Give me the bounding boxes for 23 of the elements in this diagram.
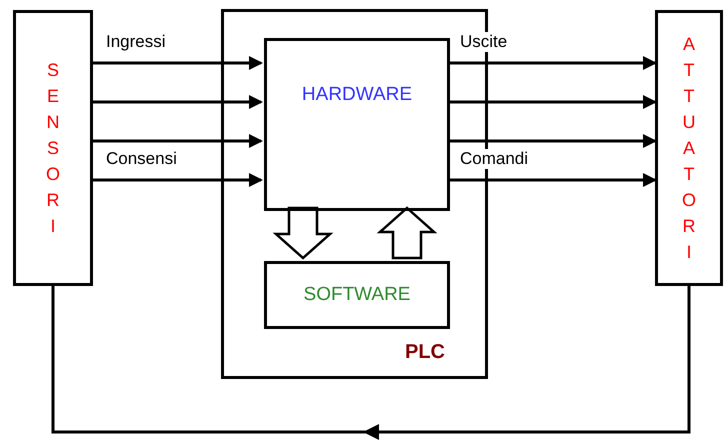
block-arrow — [272, 206, 334, 260]
side-box — [13, 10, 93, 286]
arrow — [447, 173, 657, 187]
arrow — [93, 56, 263, 70]
process-box — [264, 38, 450, 211]
arrow — [93, 134, 263, 148]
arrow — [447, 95, 657, 109]
vertical-label: SENSORI — [45, 59, 61, 238]
arrow — [93, 173, 263, 187]
vertical-label: ATTUATORI — [681, 33, 697, 264]
box-title: PLC — [405, 341, 445, 364]
box-label: SOFTWARE — [304, 284, 410, 306]
arrow — [447, 134, 657, 148]
edge-label: Comandi — [459, 149, 530, 169]
arrow — [447, 56, 657, 70]
box-label: HARDWARE — [302, 84, 412, 106]
arrow — [93, 95, 263, 109]
block-arrow — [376, 206, 438, 260]
feedback-arrow — [52, 286, 690, 440]
side-box — [655, 10, 723, 286]
edge-label: Uscite — [459, 32, 508, 52]
process-box — [264, 261, 450, 329]
edge-label: Ingressi — [105, 32, 167, 52]
